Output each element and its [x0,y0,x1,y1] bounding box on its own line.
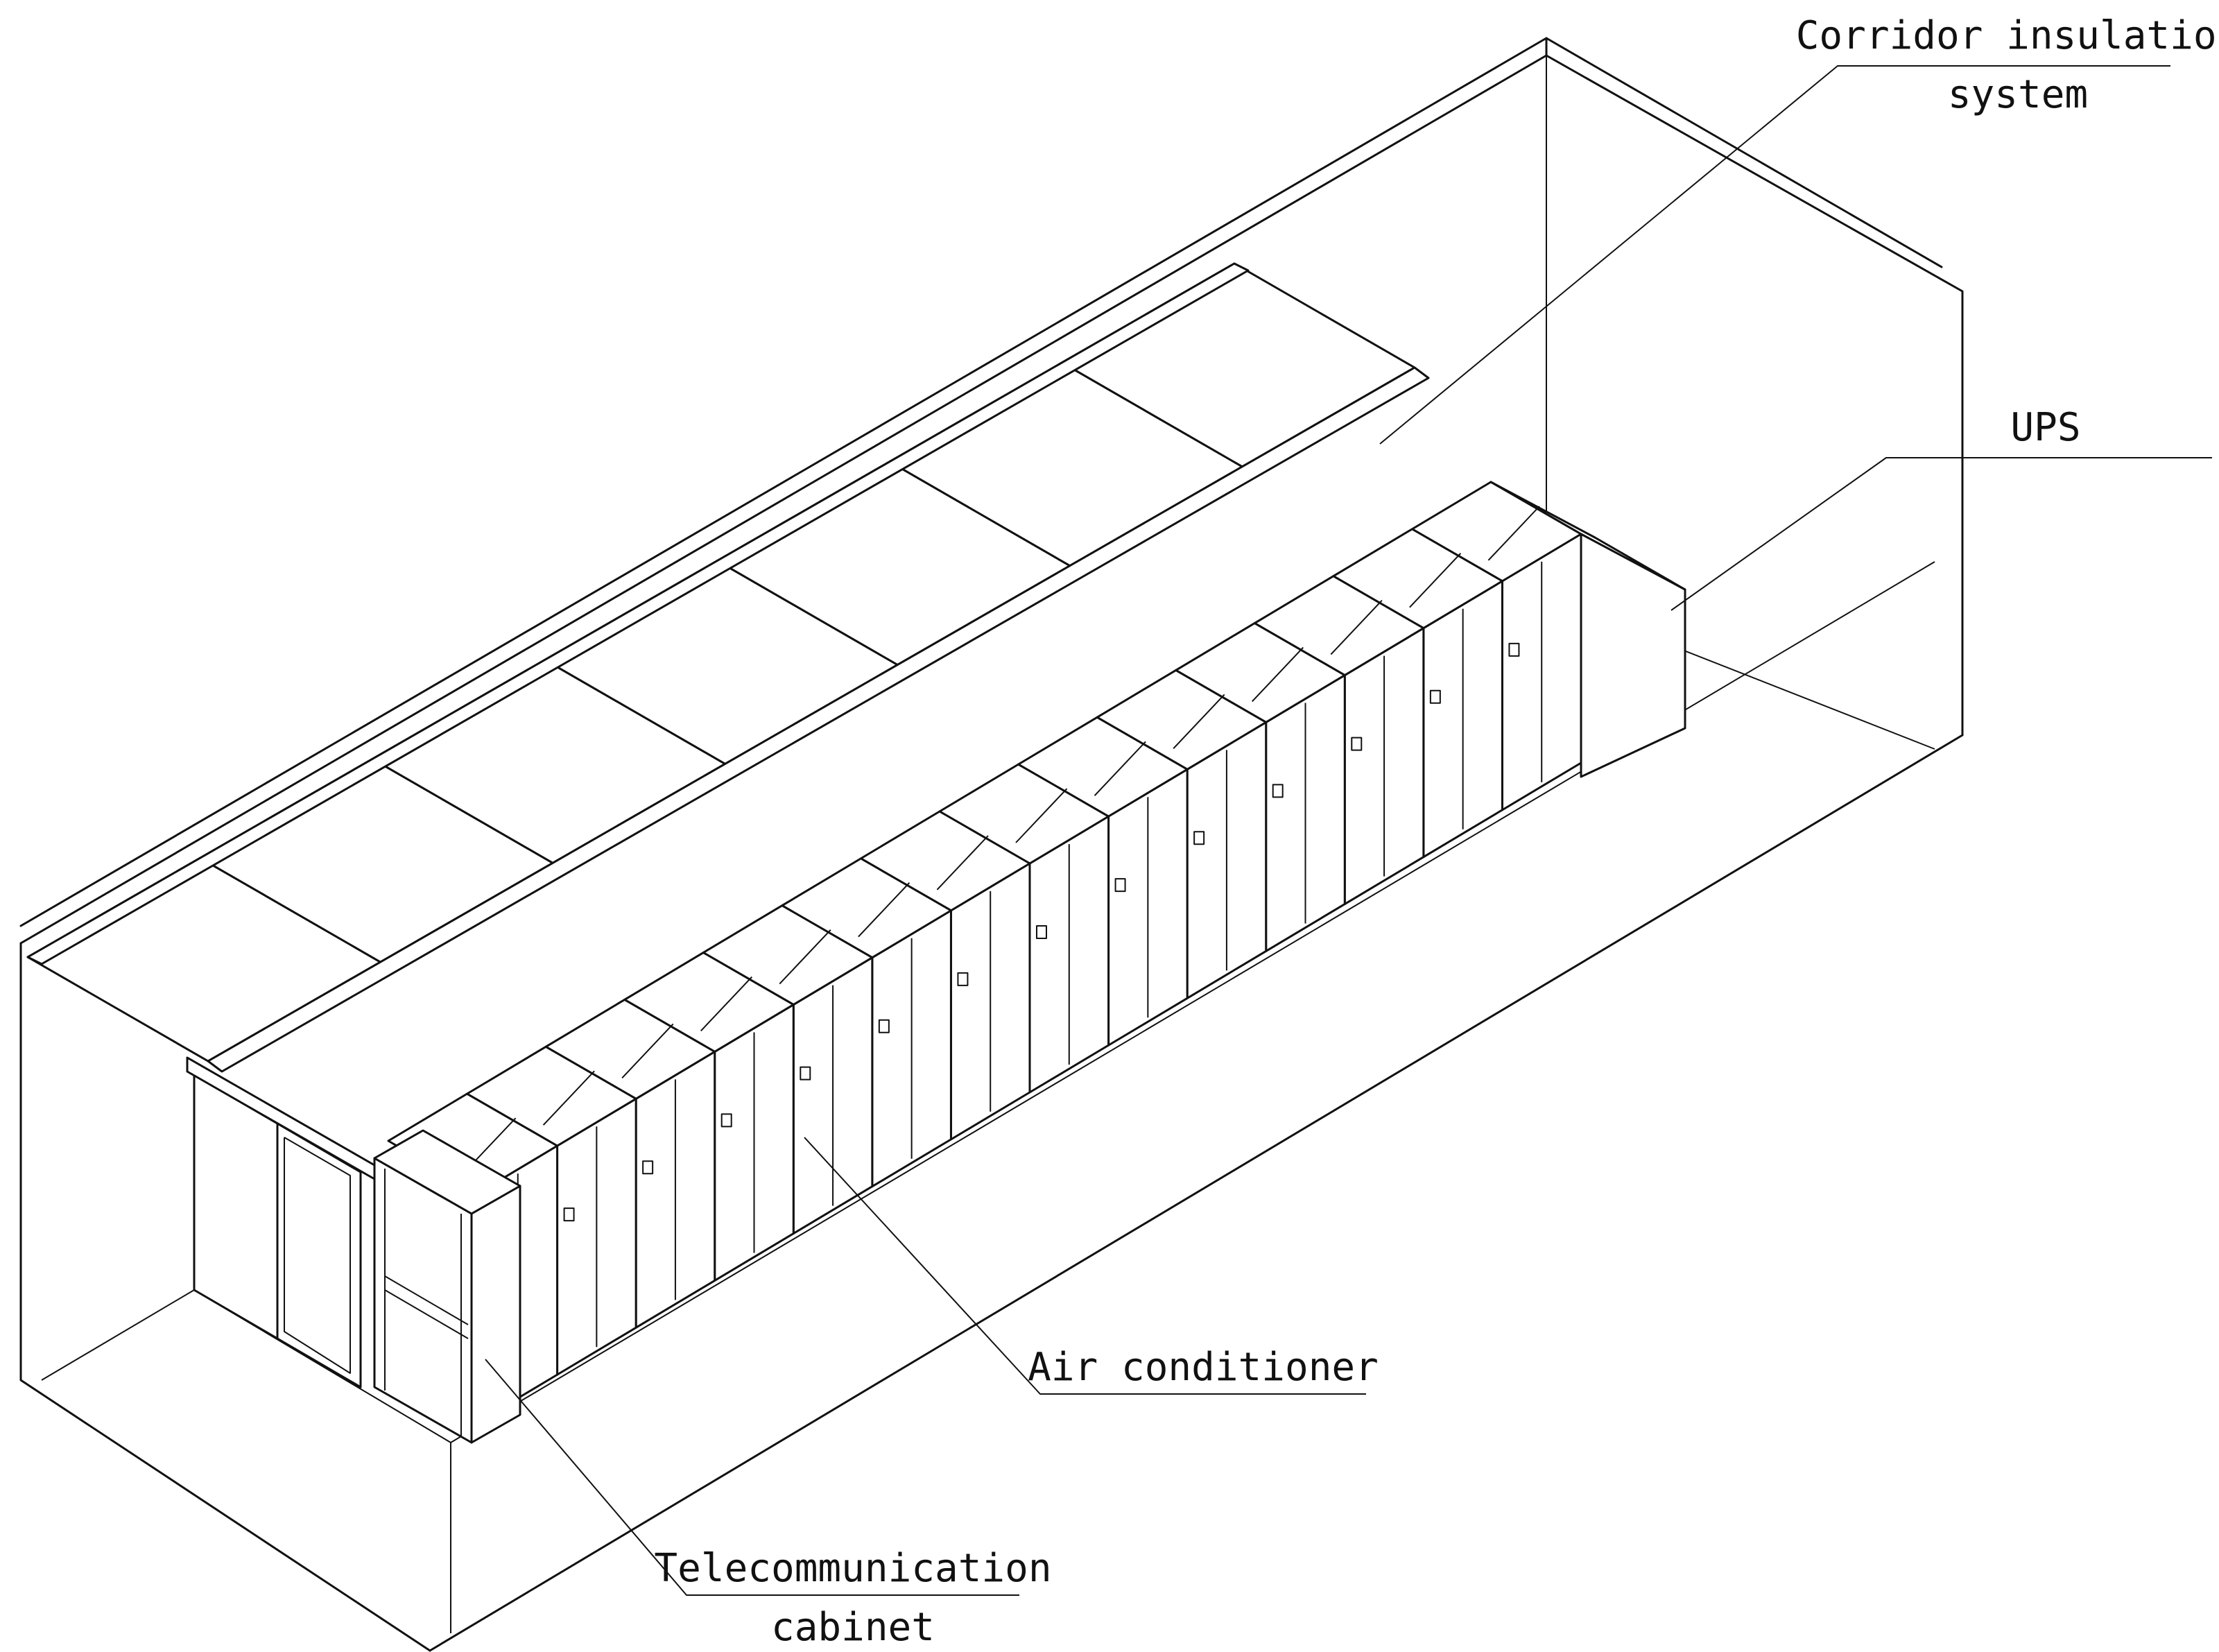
top-vent [1487,506,1540,561]
air-conditioner-unit [938,763,1110,1094]
top-vent [1015,788,1068,843]
top-vent [1330,600,1383,655]
cabinet-row [387,481,1686,1423]
ups-top [1490,481,1686,591]
top-vent [936,835,989,890]
label-telecom-line-1: Telecommunication [654,1546,1051,1591]
air-conditioner-unit [1175,622,1346,952]
corridor-end-door [186,1056,376,1388]
ups-unit [1490,481,1686,778]
ups-side [1580,533,1686,778]
air-conditioner-unit [1410,481,1582,811]
door-handle [1272,784,1284,798]
label-ups: UPS [2010,405,2080,450]
roof-rail [207,366,1430,1073]
telecom-leader [485,1359,1019,1596]
corridor-leader [1379,65,2170,445]
top-vent [1251,646,1304,703]
air-conditioner-unit [702,904,874,1235]
door-handle [720,1113,732,1128]
top-vent [1173,694,1225,749]
roof-rail [26,262,1250,965]
door-handle [642,1160,654,1175]
container-outline [19,37,1964,1652]
label-corridor-line-1: Corridor insulation [1796,13,2219,58]
door-handle [1036,925,1047,939]
telecommunication-cabinet [373,1129,521,1444]
door-handle [1429,689,1441,704]
rack-cabinet [1332,528,1503,859]
label-corridor-line-2: system [1948,72,2088,117]
label-air-conditioner: Air conditioner [1028,1345,1379,1390]
leader-lines [485,65,2212,1596]
label-telecom-line-2: cabinet [771,1605,935,1650]
rack-cabinet [1096,669,1268,999]
air-conditioner-leader [804,1137,1366,1395]
top-vent [858,882,910,938]
door-handle [878,1019,890,1033]
top-vent [542,1070,595,1126]
ups-leader [1670,457,2212,611]
door-handle [957,972,969,986]
top-vent [779,929,831,985]
top-vent [1409,553,1462,608]
air-conditioner-unit [466,1045,637,1376]
rack-cabinet [1017,716,1189,1047]
door-handle [563,1207,575,1222]
door-handle [1114,878,1126,893]
top-vent [621,1023,674,1078]
callout-labels: Corridor insulation system UPS Air condi… [654,13,2219,1650]
door-handle [1351,737,1363,751]
door-handle [1193,831,1205,845]
container-floor [41,561,1935,1633]
top-vent [1094,741,1146,796]
door-handle [1508,642,1520,657]
corridor-roof [26,262,1430,1073]
door-handle [800,1066,811,1081]
rack-cabinet [1253,575,1425,906]
top-vent [700,976,753,1032]
